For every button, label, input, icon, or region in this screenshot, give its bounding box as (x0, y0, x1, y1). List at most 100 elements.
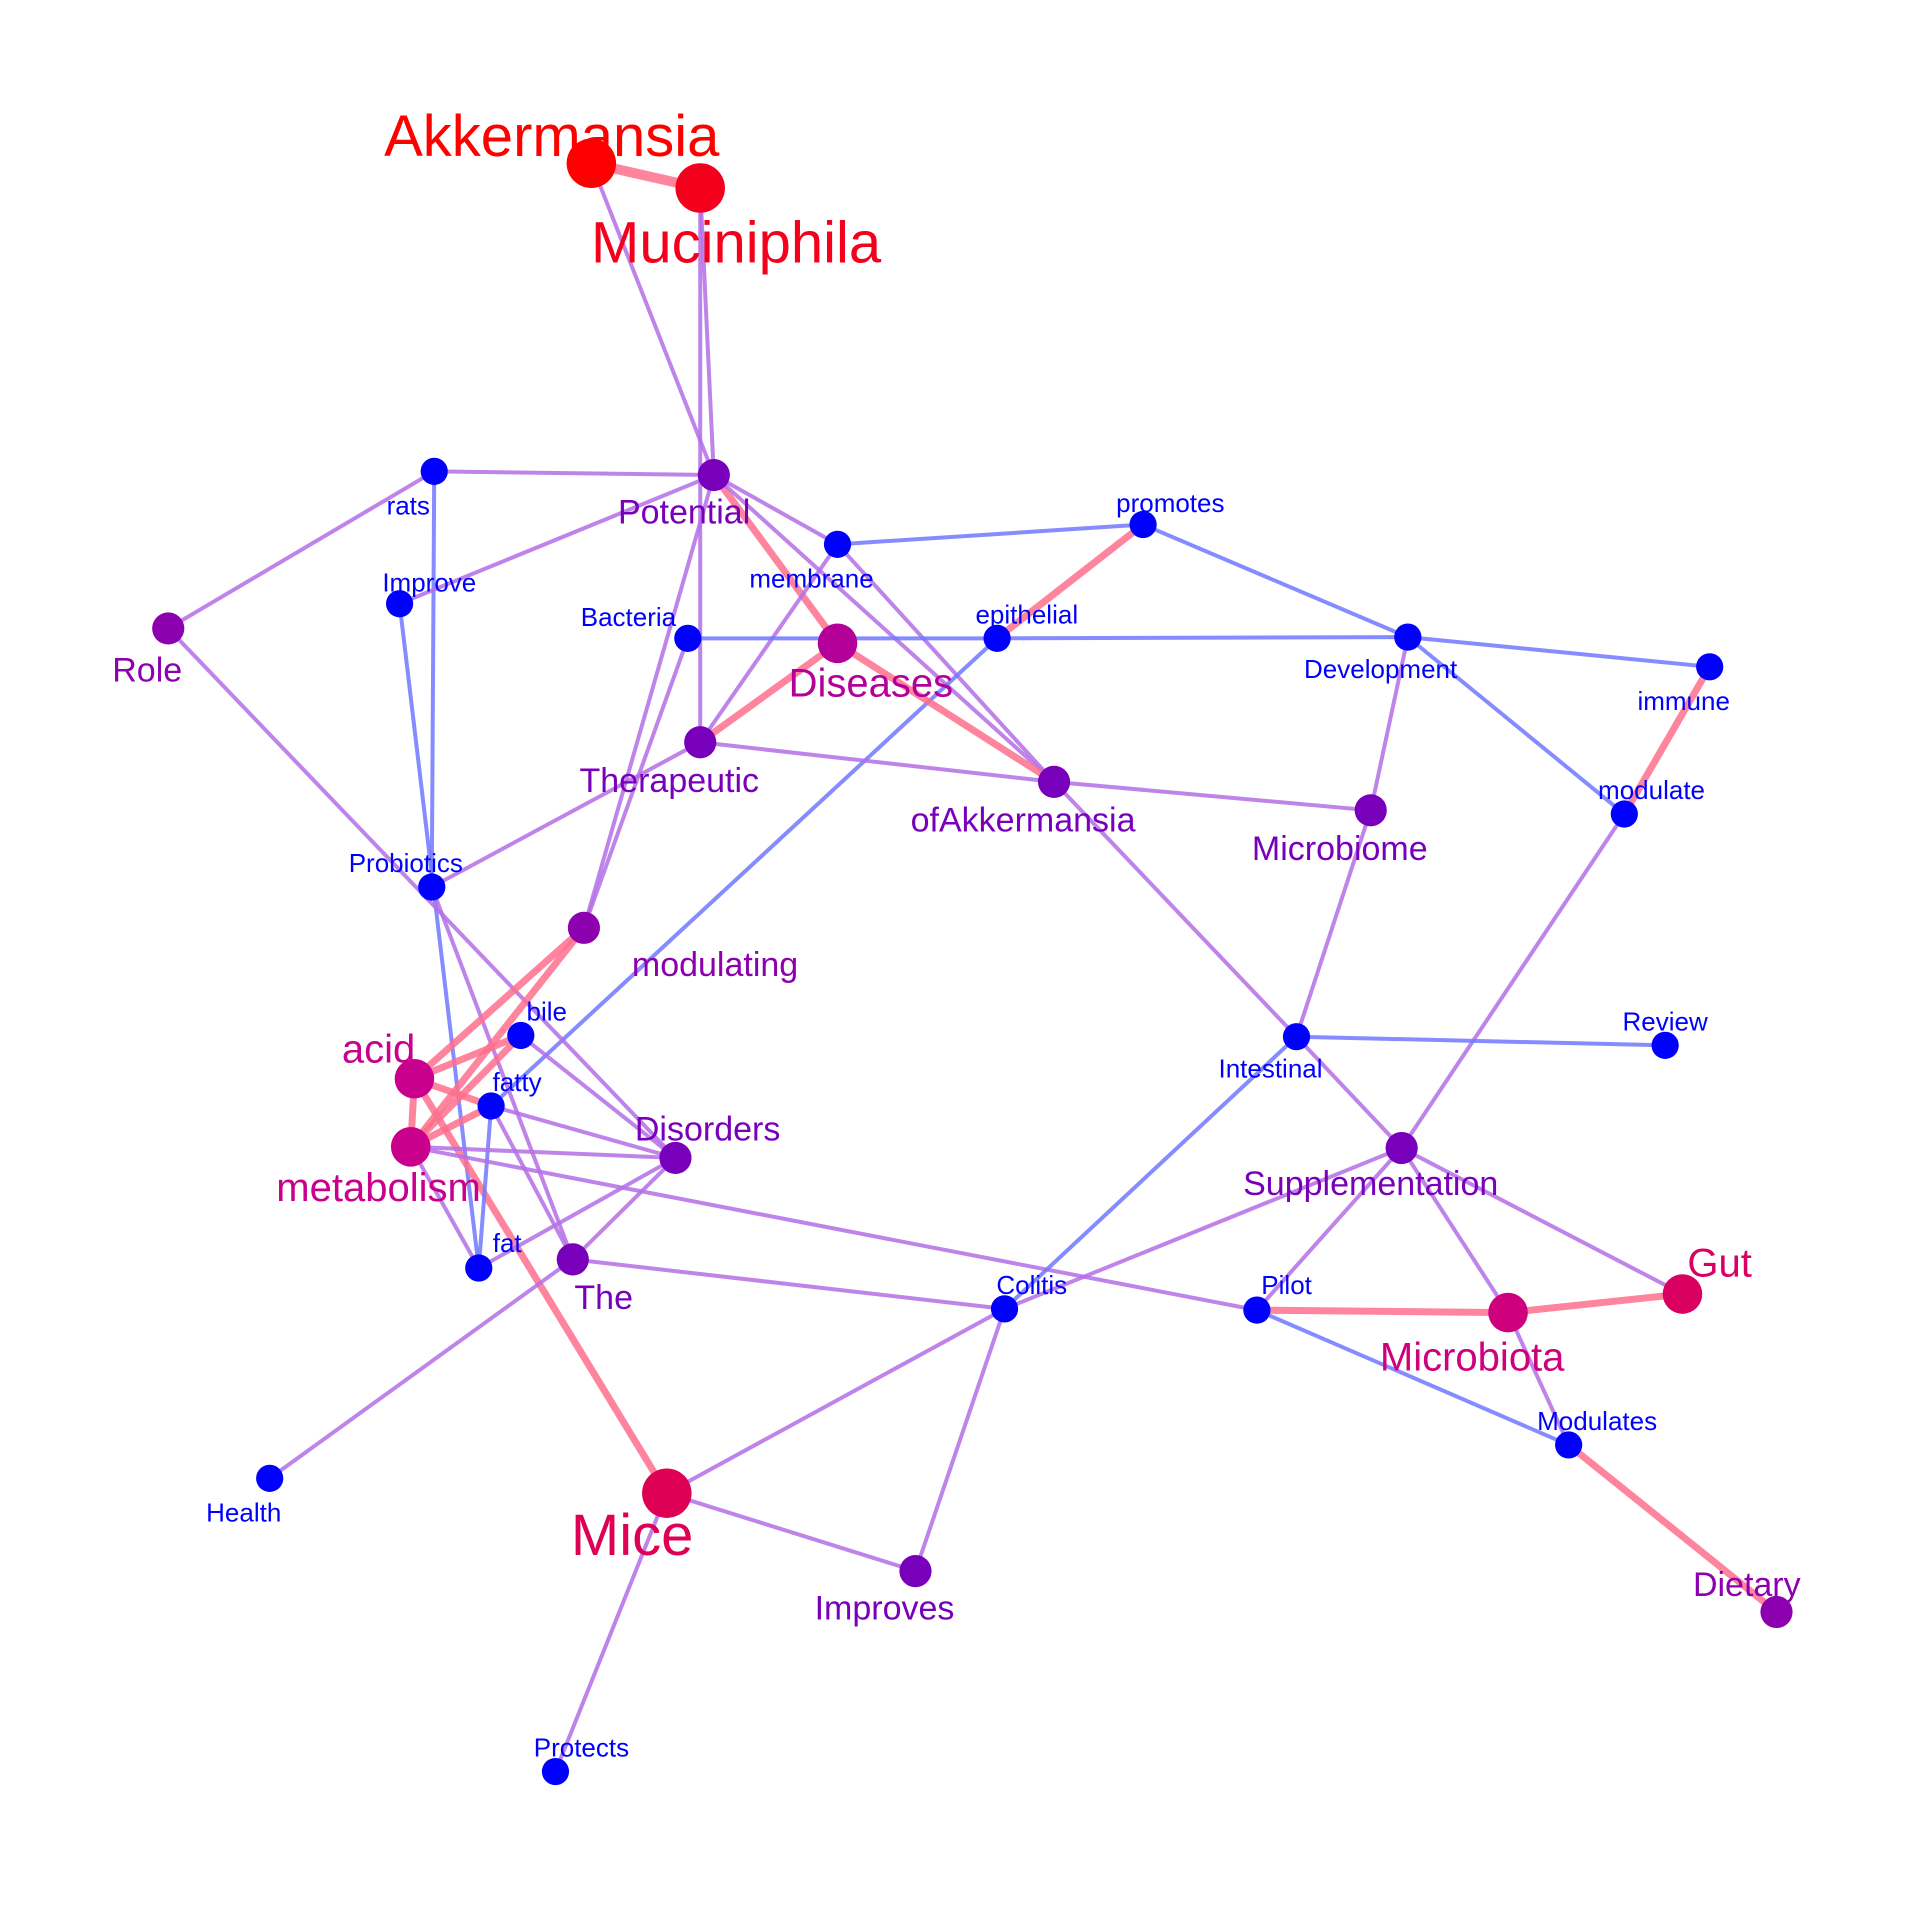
node-label-acid: acid (342, 1028, 415, 1072)
node-label-modulate: modulate (1598, 775, 1705, 805)
node-label-dietary: Dietary (1693, 1566, 1801, 1604)
edge-the-colitis (570, 1257, 1007, 1311)
edge-metabolism-pilot (408, 1144, 1259, 1313)
edge-bile-metabolism (407, 1031, 525, 1151)
node-development (1394, 623, 1422, 651)
edge-muciniphila-potential (698, 186, 716, 478)
edge-pilot-microbiota (1253, 1306, 1512, 1317)
node-label-muciniphila: Muciniphila (591, 210, 882, 275)
node-label-gut: Gut (1687, 1242, 1751, 1286)
edge-membrane-ofakkermansia (835, 542, 1057, 784)
edge-microbiota-gut (1504, 1290, 1686, 1317)
node-label-intestinal: Intestinal (1218, 1054, 1322, 1084)
edge-supplementation-gut (1399, 1146, 1685, 1297)
node-label-health: Health (206, 1498, 281, 1528)
node-microbiota (1488, 1292, 1528, 1333)
node-label-pilot: Pilot (1261, 1270, 1312, 1300)
edge-rats-role (166, 469, 437, 631)
edge-microbiota-modulates (1506, 1310, 1571, 1447)
node-protects (541, 1757, 570, 1786)
node-improves (899, 1555, 932, 1588)
edge-fatty-fat (476, 1103, 494, 1271)
edge-ofakkermansia-intestinal (1052, 779, 1299, 1039)
edge-potential-modulating (581, 473, 716, 930)
node-the (556, 1243, 589, 1276)
node-label-immune: immune (1637, 686, 1729, 716)
node-ofakkermansia (1037, 765, 1071, 798)
node-label-role: Role (112, 652, 182, 690)
node-label-mice: Mice (571, 1503, 693, 1568)
node-promotes (1129, 510, 1157, 539)
edge-ofakkermansia-microbiome (1052, 779, 1373, 813)
node-label-metabolism: metabolism (276, 1166, 481, 1210)
edge-probiotics-the (429, 885, 575, 1262)
edge-therapeutic-probiotics (429, 740, 703, 890)
node-therapeutic (684, 726, 717, 759)
node-label-rats: rats (387, 491, 430, 521)
edge-the-health (267, 1257, 575, 1481)
node-label-review: Review (1623, 1007, 1708, 1037)
edge-supplementation-microbiota (1399, 1146, 1511, 1315)
node-label-microbiota: Microbiota (1380, 1336, 1565, 1380)
node-microbiome (1354, 794, 1387, 827)
node-modulate (1610, 800, 1638, 828)
edge-disorders-fat (476, 1155, 678, 1271)
edge-mice-improves (664, 1491, 918, 1574)
node-acid (394, 1058, 435, 1099)
node-label-the: The (574, 1279, 633, 1317)
edge-diseases-therapeutic (696, 639, 842, 746)
node-label-modulates: Modulates (1537, 1406, 1657, 1436)
node-review (1651, 1031, 1679, 1059)
node-label-therapeutic: Therapeutic (580, 762, 760, 800)
edges-layer (166, 158, 1780, 1774)
edge-fatty-disorders (489, 1103, 678, 1160)
edge-modulate-supplementation (1399, 812, 1627, 1151)
node-intestinal (1282, 1023, 1311, 1051)
edge-pilot-modulates (1254, 1308, 1571, 1447)
node-modulating (567, 911, 600, 944)
node-probiotics (418, 873, 446, 901)
node-label-diseases: Diseases (789, 661, 954, 705)
node-label-promotes: promotes (1116, 488, 1224, 518)
edge-potential-ofakkermansia (711, 473, 1057, 784)
edge-epithelial-fatty (489, 636, 1000, 1108)
node-label-modulating: modulating (632, 946, 798, 984)
node-modulates (1555, 1431, 1583, 1459)
node-fat (465, 1254, 493, 1282)
edge-akkermansia-potential (589, 161, 716, 478)
node-label-akkermansia: Akkermansia (384, 104, 720, 169)
nodes-layer (152, 138, 1793, 1786)
node-pilot (1243, 1296, 1271, 1324)
node-label-development: Development (1304, 654, 1458, 684)
node-disorders (659, 1141, 692, 1175)
node-label-protects: Protects (534, 1733, 629, 1763)
edge-membrane-promotes (835, 522, 1146, 547)
edge-supplementation-pilot (1254, 1146, 1404, 1313)
node-label-improve: Improve (382, 567, 476, 597)
node-label-probiotics: Probiotics (349, 848, 463, 878)
edge-bile-disorders (518, 1033, 678, 1160)
node-label-membrane: membrane (749, 564, 873, 594)
edge-intestinal-colitis (1002, 1034, 1299, 1311)
node-label-ofakkermansia: ofAkkermansia (911, 801, 1136, 839)
edge-immune-modulate (1620, 663, 1714, 818)
node-metabolism (390, 1127, 431, 1167)
node-membrane (823, 530, 852, 558)
node-colitis (990, 1295, 1019, 1323)
node-immune (1696, 653, 1724, 681)
edge-colitis-improves (913, 1306, 1007, 1574)
node-bile (507, 1021, 535, 1050)
edge-metabolism-disorders (408, 1144, 678, 1160)
node-health (256, 1464, 284, 1492)
edge-therapeutic-ofakkermansia (698, 740, 1057, 784)
node-diseases (817, 623, 858, 664)
node-rats (420, 457, 448, 485)
edge-modulating-metabolism (407, 924, 588, 1151)
edge-development-microbiome (1368, 635, 1410, 813)
node-potential (697, 458, 730, 492)
node-label-potential: Potential (618, 493, 750, 531)
node-fatty (477, 1092, 505, 1120)
edge-potential-diseases (710, 471, 842, 647)
edge-potential-membrane (711, 473, 840, 547)
edge-improve-potential (397, 473, 716, 606)
